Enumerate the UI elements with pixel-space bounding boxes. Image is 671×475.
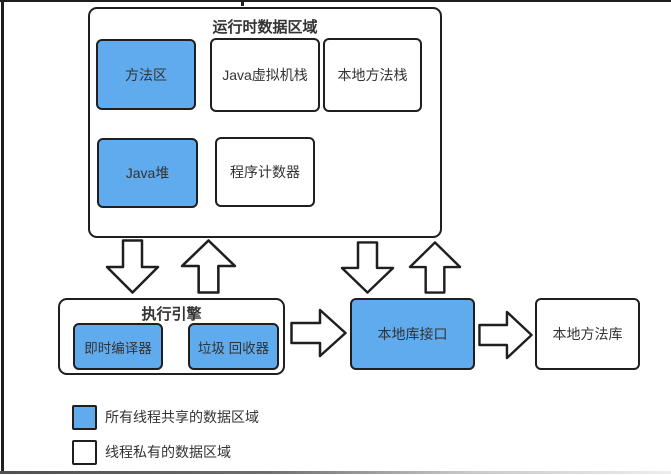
legend-label-shared: 所有线程共享的数据区域	[105, 409, 259, 425]
runtime-data-area-title: 运行时数据区域	[212, 19, 318, 36]
box-java-heap-label: Java堆	[125, 165, 170, 181]
box-native-method-stack: 本地方法栈	[323, 38, 422, 112]
box-jvm-stack-label: Java虚拟机栈	[222, 67, 308, 83]
up-arrow-icon	[408, 241, 462, 294]
bottom-border-line	[0, 471, 671, 474]
left-border-line	[1, 0, 4, 472]
right-arrow-icon	[478, 310, 533, 360]
box-garbage-collector: 垃圾 回收器	[188, 323, 279, 370]
top-border-line	[0, 0, 671, 2]
top-tick-mark	[241, 0, 244, 6]
box-java-heap: Java堆	[97, 138, 198, 208]
right-arrow-icon	[290, 308, 347, 358]
down-arrow-icon	[105, 239, 160, 294]
box-native-method-library: 本地方法库	[535, 298, 640, 370]
box-method-area: 方法区	[96, 39, 196, 110]
box-native-method-stack-label: 本地方法栈	[337, 67, 408, 83]
box-jit-compiler-label: 即时编译器	[84, 340, 152, 356]
legend-label-private: 线程私有的数据区域	[105, 444, 231, 460]
box-method-area-label: 方法区	[125, 66, 167, 83]
down-arrow-icon	[340, 241, 395, 294]
box-pc-register: 程序计数器	[215, 137, 315, 207]
execution-engine-title: 执行引擎	[141, 306, 202, 323]
box-jit-compiler: 即时编译器	[73, 323, 163, 370]
box-garbage-collector-label: 垃圾 回收器	[197, 340, 270, 356]
up-arrow-icon	[180, 239, 237, 294]
box-native-interface-label: 本地库接口	[377, 326, 448, 342]
box-native-method-library-label: 本地方法库	[552, 326, 623, 342]
box-pc-register-label: 程序计数器	[230, 164, 300, 180]
box-jvm-stack: Java虚拟机栈	[210, 38, 320, 112]
legend-swatch-private	[72, 440, 97, 465]
legend-swatch-shared	[72, 405, 97, 430]
box-native-interface: 本地库接口	[350, 298, 475, 370]
